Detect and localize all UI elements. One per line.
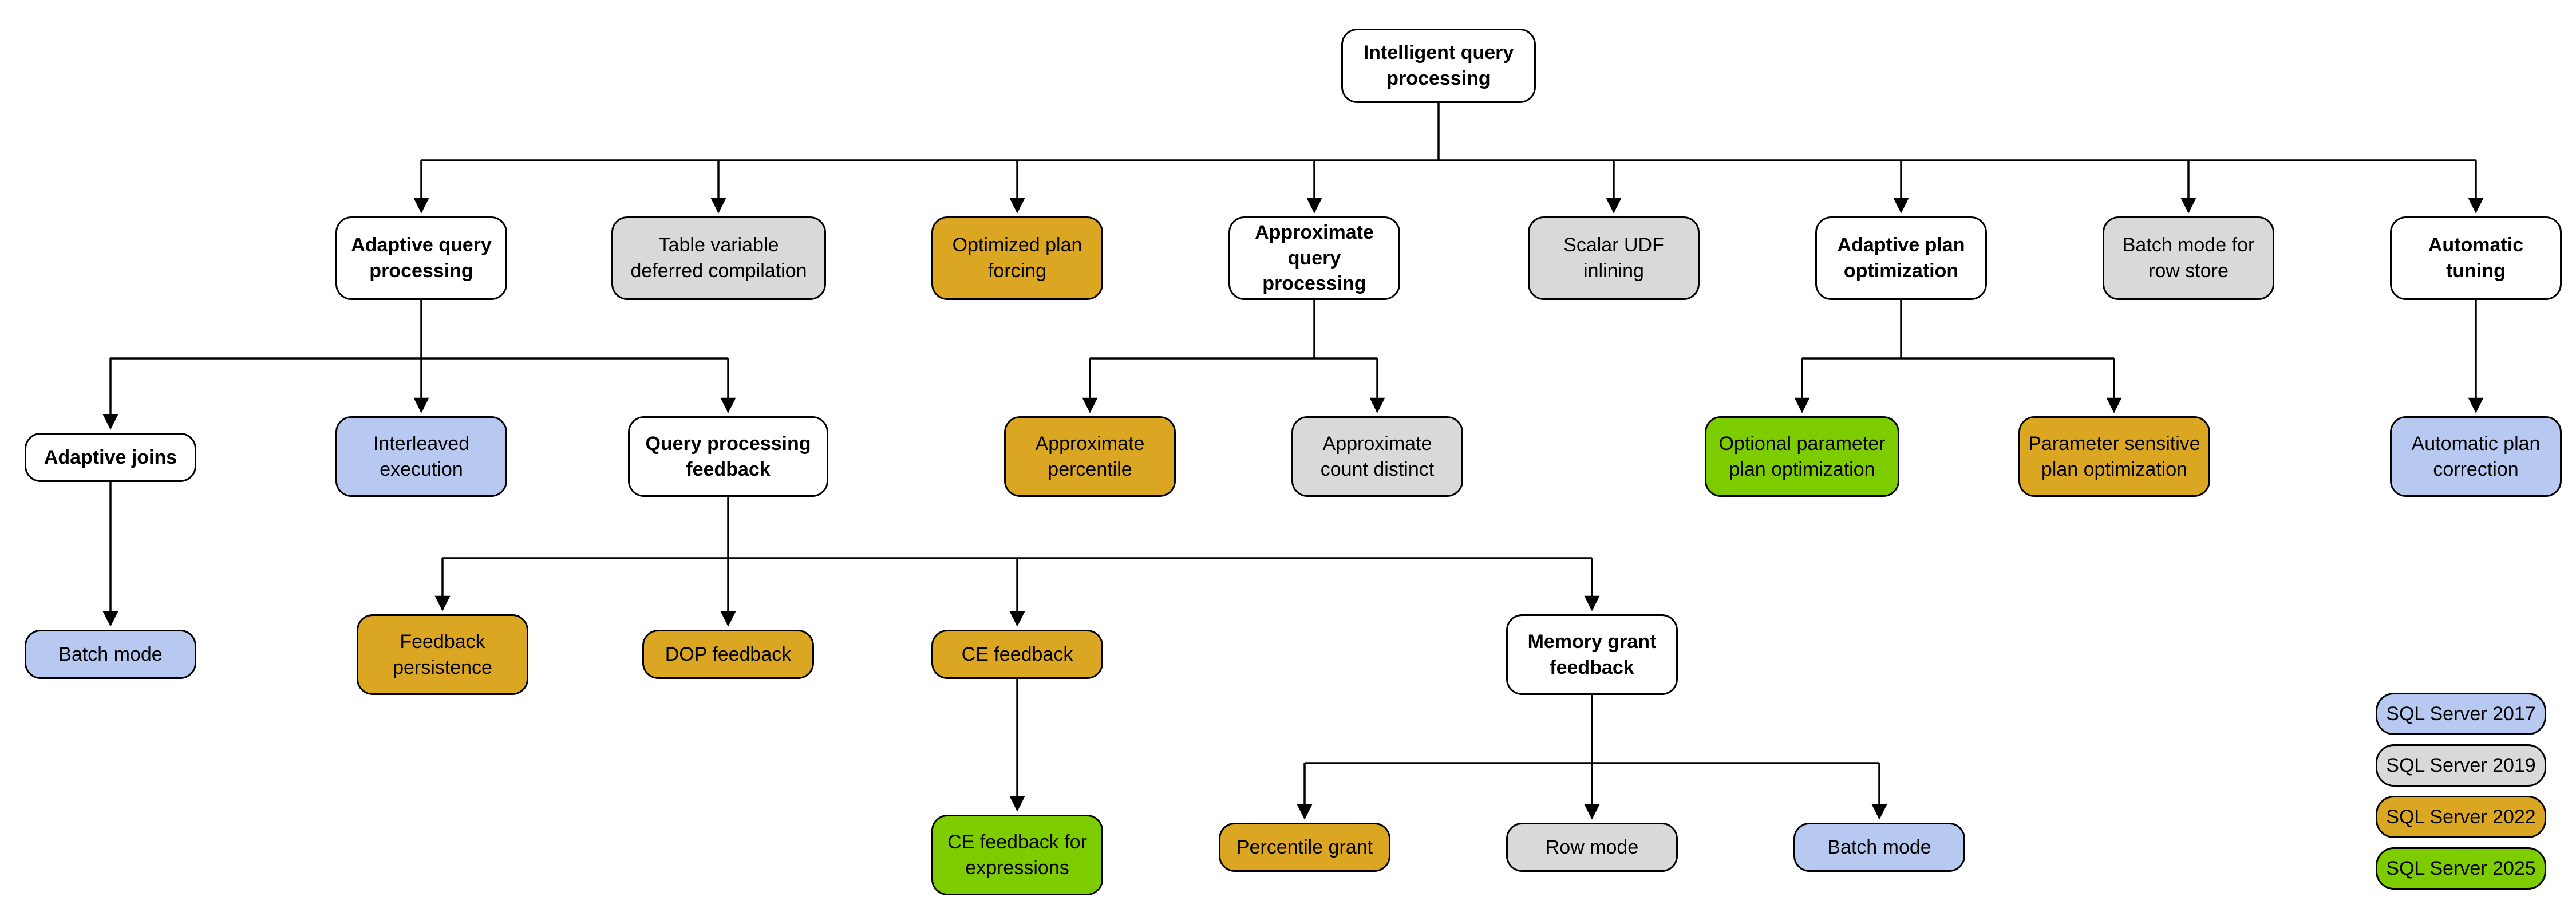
node-intelligent-query-processing: Intelligent query processing xyxy=(1341,29,1536,103)
node-automatic-tuning: Automatic tuning xyxy=(2390,216,2562,300)
node-batch-mode-for-row-store: Batch mode for row store xyxy=(2103,216,2274,300)
node-batch-mode-under-memory-grant: Batch mode xyxy=(1793,823,1965,872)
node-ce-feedback: CE feedback xyxy=(931,630,1103,679)
node-parameter-sensitive-plan-optimization: Parameter sensitive plan optimization xyxy=(2018,416,2210,497)
node-scalar-udf-inlining: Scalar UDF inlining xyxy=(1528,216,1700,300)
legend-sql-server-2019: SQL Server 2019 xyxy=(2376,744,2546,787)
node-approximate-query-processing: Approximate query processing xyxy=(1228,216,1400,300)
node-interleaved-execution: Interleaved execution xyxy=(335,416,507,497)
node-adaptive-plan-optimization: Adaptive plan optimization xyxy=(1815,216,1987,300)
node-percentile-grant: Percentile grant xyxy=(1219,823,1390,872)
node-dop-feedback: DOP feedback xyxy=(642,630,814,679)
legend-sql-server-2025: SQL Server 2025 xyxy=(2376,847,2546,890)
node-automatic-plan-correction: Automatic plan correction xyxy=(2390,416,2562,497)
node-adaptive-query-processing: Adaptive query processing xyxy=(335,216,507,300)
node-feedback-persistence: Feedback persistence xyxy=(357,614,528,695)
node-optimized-plan-forcing: Optimized plan forcing xyxy=(931,216,1103,300)
node-ce-feedback-for-expressions: CE feedback for expressions xyxy=(931,815,1103,895)
node-table-variable-deferred-compilation: Table variable deferred compilation xyxy=(611,216,826,300)
node-row-mode: Row mode xyxy=(1506,823,1678,872)
node-batch-mode-under-adaptive-joins: Batch mode xyxy=(25,630,196,679)
node-approximate-count-distinct: Approximate count distinct xyxy=(1291,416,1463,497)
node-query-processing-feedback: Query processing feedback xyxy=(628,416,828,497)
node-approximate-percentile: Approximate percentile xyxy=(1004,416,1176,497)
node-adaptive-joins: Adaptive joins xyxy=(25,433,196,482)
node-memory-grant-feedback: Memory grant feedback xyxy=(1506,614,1678,695)
legend-sql-server-2022: SQL Server 2022 xyxy=(2376,796,2546,838)
node-optional-parameter-plan-optimization: Optional parameter plan optimization xyxy=(1705,416,1899,497)
legend-sql-server-2017: SQL Server 2017 xyxy=(2376,693,2546,735)
